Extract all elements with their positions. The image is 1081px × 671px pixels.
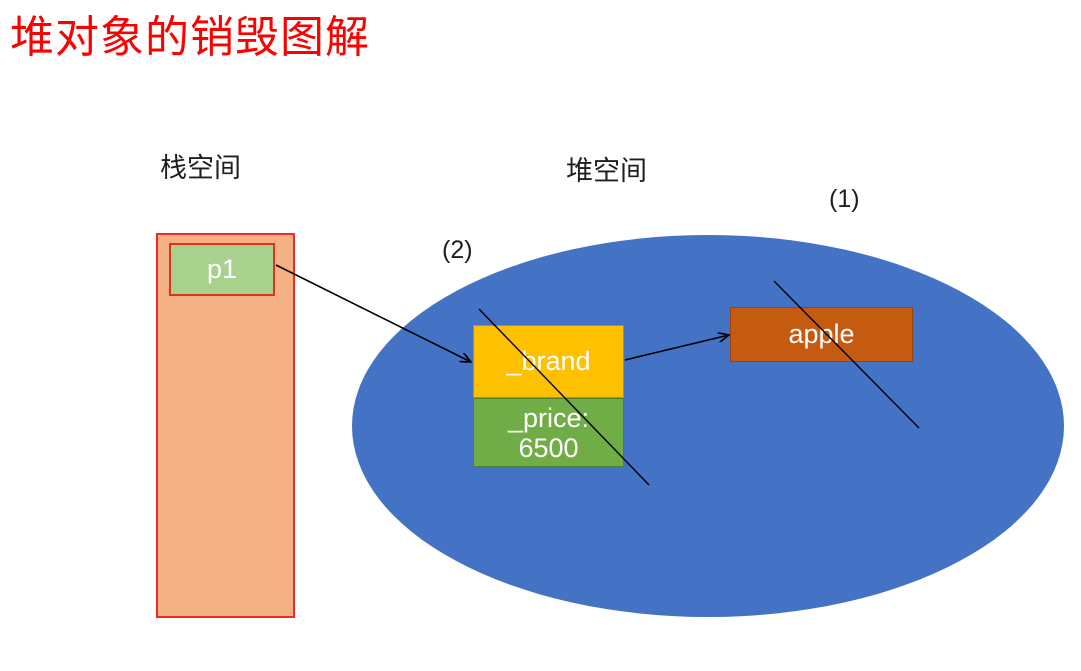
price-field-label: _price: xyxy=(507,402,590,433)
brand-to-apple-arrow xyxy=(624,335,729,361)
apple-string-box: apple xyxy=(730,307,913,362)
strike-line-apple xyxy=(773,280,920,429)
step-1-label: (1) xyxy=(829,185,860,213)
price-field-value: 6500 xyxy=(518,432,579,463)
strike-line-object xyxy=(478,308,650,486)
step-2-label: (2) xyxy=(442,236,473,264)
stack-space-box xyxy=(156,233,295,618)
heap-space-label: 堆空间 xyxy=(566,156,647,187)
p1-to-brand-arrow xyxy=(275,264,471,362)
page-title: 堆对象的销毁图解 xyxy=(10,12,370,63)
apple-string-label: apple xyxy=(788,319,855,349)
pointer-p1-box: p1 xyxy=(169,243,275,296)
stack-space-label: 栈空间 xyxy=(160,153,241,184)
brand-field-box: _brand xyxy=(473,325,624,398)
pointer-p1-label: p1 xyxy=(206,254,238,284)
